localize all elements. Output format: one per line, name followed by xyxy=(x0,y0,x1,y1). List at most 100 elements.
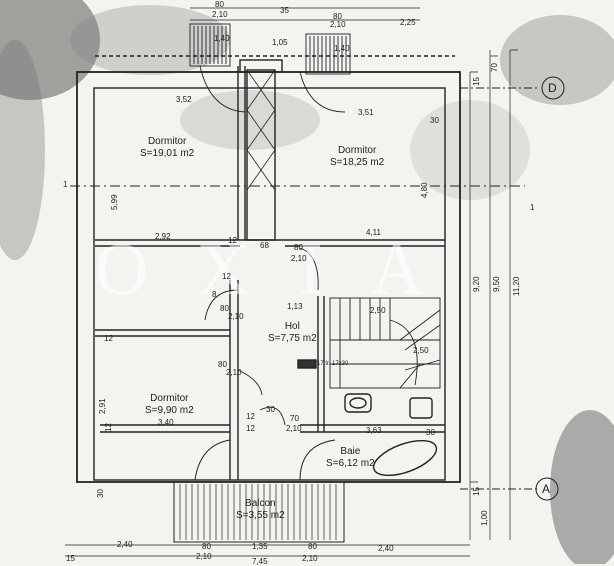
hall-window-marker xyxy=(297,359,317,369)
room-label-dormitor-nw: Dormitor S=19,01 m2 xyxy=(140,136,194,160)
axis-marker-A xyxy=(535,477,559,501)
dim-70-v: 70 xyxy=(490,63,499,72)
dim-top-210-right: 2,10 xyxy=(330,20,346,29)
dim-top-225: 2,25 xyxy=(400,18,416,27)
dim-80-left: 80 xyxy=(220,304,229,313)
dim-1120: 11,20 xyxy=(512,276,521,296)
dim-113: 1,13 xyxy=(287,302,303,311)
room-area: S=9,90 m2 xyxy=(145,405,194,416)
dim-line-top xyxy=(190,7,420,21)
dim-480: 4,80 xyxy=(420,182,429,198)
wall-center-upper xyxy=(237,66,246,240)
dim-340: 3,40 xyxy=(158,418,174,427)
dim-920: 9,20 xyxy=(472,276,481,292)
dim-top-210-left: 2,10 xyxy=(212,10,228,19)
dim-291: 2,91 xyxy=(98,398,107,414)
dim-bottom-745: 7,45 xyxy=(252,557,268,566)
dim-80-sw: 80 xyxy=(218,360,227,369)
wall-hall-right xyxy=(317,296,325,432)
room-area: S=3,55 m2 xyxy=(236,510,285,521)
dim-top-105: 1,05 xyxy=(272,38,288,47)
dim-68: 68 xyxy=(260,241,269,250)
dim-bottom-135: 1,35 xyxy=(252,542,268,551)
dim-12-b: 12 xyxy=(222,272,231,281)
dim-top-80-left: 80 xyxy=(215,0,224,9)
dim-top-35: 35 xyxy=(280,6,289,15)
bathtub xyxy=(372,439,438,477)
staircase xyxy=(329,297,441,389)
dim-100: 1,00 xyxy=(480,510,489,526)
balcony xyxy=(173,439,345,543)
dim-30-upper: 30 xyxy=(430,116,439,125)
dim-250-vert: 2,50 xyxy=(413,346,429,355)
dim-top-140-left: 1,40 xyxy=(214,34,230,43)
room-name: Dormitor xyxy=(150,393,189,404)
section-label-right: 1 xyxy=(530,203,535,212)
dim-line-bottom xyxy=(65,544,470,557)
dim-70: 70 xyxy=(290,414,299,423)
dim-bottom-15: 15 xyxy=(66,554,75,563)
dim-351: 3,51 xyxy=(358,108,374,117)
axis-marker-D xyxy=(541,76,565,100)
bay-window-right xyxy=(299,33,351,113)
dim-12-a: 12 xyxy=(228,236,237,245)
dim-210-left: 2,10 xyxy=(228,312,244,321)
room-name: Dormitor xyxy=(147,136,187,147)
washbasin xyxy=(344,393,372,413)
dim-top-140-right: 1,40 xyxy=(334,44,350,53)
stair-note: 17 tr. 17x30 xyxy=(317,361,349,367)
chimney-block xyxy=(246,69,276,241)
door-swing-bath xyxy=(259,406,286,426)
dim-bottom-80-left: 80 xyxy=(202,542,211,551)
wall-center-mid xyxy=(229,280,239,480)
room-area: S=19,01 m2 xyxy=(140,148,195,159)
dim-363: 3,63 xyxy=(366,426,382,435)
dim-30-lower: 30 xyxy=(426,428,435,437)
dim-12-v: 12 xyxy=(104,423,113,432)
room-area: S=6,12 m2 xyxy=(326,458,375,469)
dim-30-bath: 30 xyxy=(266,405,275,414)
dim-210-bath: 2,10 xyxy=(286,424,302,433)
dim-292: 2,92 xyxy=(155,232,171,241)
room-label-balcon: Balcon S=3,55 m2 xyxy=(236,498,285,522)
dim-12-c: 12 xyxy=(104,334,113,343)
room-name: Baie xyxy=(340,446,361,457)
dim-30-v: 30 xyxy=(96,489,105,498)
room-name: Hol xyxy=(284,321,300,332)
room-label-dormitor-sw: Dormitor S=9,90 m2 xyxy=(145,393,194,417)
door-swing-nw xyxy=(204,289,239,321)
door-swing-sw xyxy=(237,369,263,396)
dim-15-bottom: 15 xyxy=(472,487,481,496)
dim-352: 3,52 xyxy=(176,95,192,104)
dim-15-top: 15 xyxy=(472,77,481,86)
section-label-left: 1 xyxy=(63,180,68,189)
dim-250-stair: 2,50 xyxy=(370,306,386,315)
dim-12-e: 12 xyxy=(246,424,255,433)
dim-line-right xyxy=(469,49,518,540)
dim-bottom-210-left: 2,10 xyxy=(196,552,212,561)
interior-wall-outline xyxy=(93,87,446,481)
axis-label-D: D xyxy=(548,81,557,95)
room-name: Dormitor xyxy=(337,145,377,156)
dim-bottom-240-left: 2,40 xyxy=(117,540,133,549)
dim-top-80-right: 80 xyxy=(333,12,342,21)
room-label-dormitor-ne: Dormitor S=18,25 m2 xyxy=(330,145,384,169)
door-swing-hall xyxy=(299,247,319,291)
room-area: S=18,25 m2 xyxy=(330,157,385,168)
bay-window-left xyxy=(189,23,246,113)
watermark: OXIA xyxy=(95,229,472,311)
room-area: S=7,75 m2 xyxy=(268,333,317,344)
dim-950: 9,50 xyxy=(492,276,501,292)
dim-8: 8 xyxy=(212,290,217,299)
dim-12-d: 12 xyxy=(246,412,255,421)
dim-210-sw: 2,10 xyxy=(226,368,242,377)
dim-bottom-80-right: 80 xyxy=(308,542,317,551)
room-label-baie: Baie S=6,12 m2 xyxy=(326,446,375,470)
toilet xyxy=(409,397,433,419)
room-name: Balcon xyxy=(245,498,276,509)
dim-bottom-210-right: 2,10 xyxy=(302,554,318,563)
dim-80-hall: 80 xyxy=(294,243,303,252)
room-label-hol: Hol S=7,75 m2 xyxy=(268,321,317,345)
dim-411: 4,11 xyxy=(366,228,381,237)
